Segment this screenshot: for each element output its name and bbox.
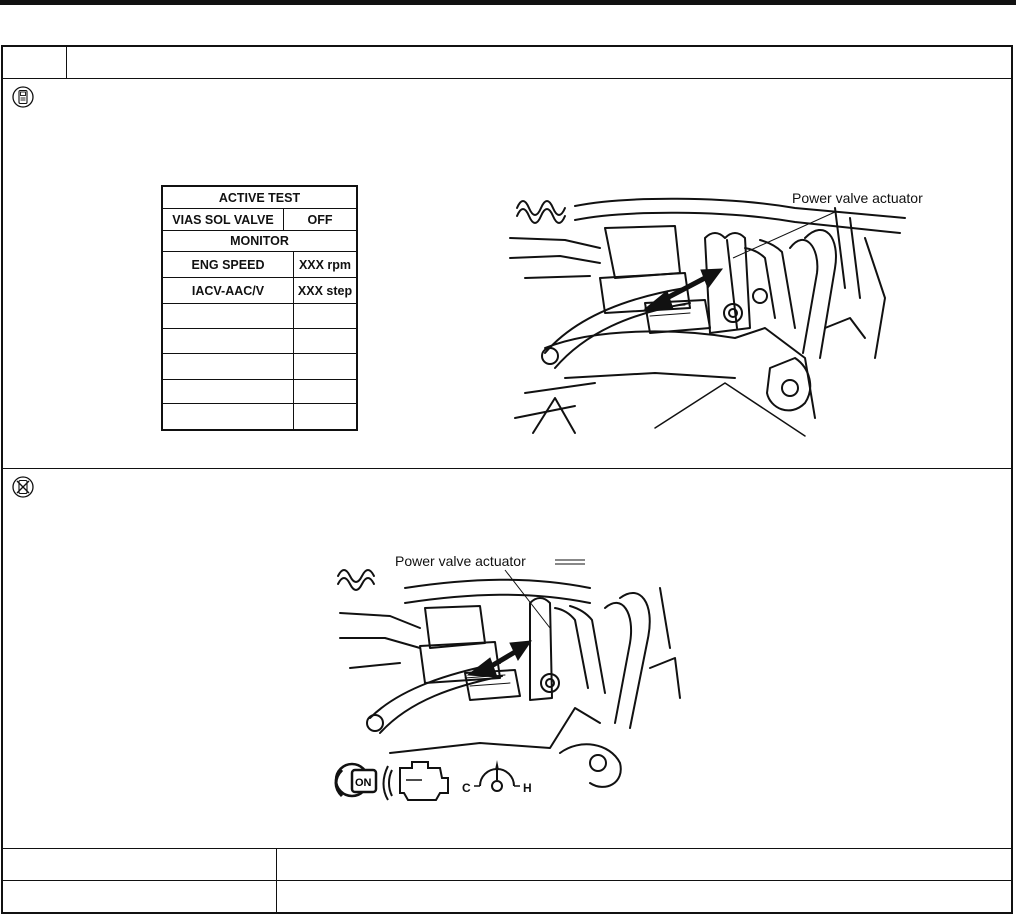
table-row [163,404,356,429]
result-row-divider-2 [1,880,1013,881]
table-row [163,380,356,404]
monitor-item-label: ENG SPEED [163,252,294,277]
engine-illustration-top: Power valve actuator [509,190,923,437]
temp-cold-label: C [462,781,471,795]
table-row [163,304,356,329]
monitor-item-value: XXX step [297,283,353,298]
step-column-divider [66,46,67,78]
test-item-label: VIAS SOL VALVE [163,209,284,230]
ignition-on-label: ON [355,777,372,789]
monitor-item-value [294,304,356,328]
monitor-item-value [294,404,356,429]
monitor-item-label [163,354,294,379]
temp-hot-label: H [523,781,532,795]
monitor-item-label: IACV-AAC/V [163,278,294,303]
active-test-title-row: ACTIVE TEST [163,187,356,209]
table-row: ENG SPEED XXX rpm [163,252,356,278]
monitor-item-value [294,354,356,379]
monitor-item-label [163,329,294,353]
page-top-rule [0,0,1016,5]
section-divider [1,468,1013,469]
temperature-gauge-icon: C H [462,760,532,795]
monitor-title: MONITOR [230,234,289,248]
monitor-item-value [294,329,356,353]
monitor-item-label [163,380,294,403]
ignition-on-icon: ON [334,762,378,798]
table-row: VIAS SOL VALVE OFF [163,209,356,231]
monitor-item-value [294,380,356,403]
monitor-item-value: XXX rpm [298,257,352,272]
consult-tool-icon [12,86,34,108]
result-row-divider-1 [1,848,1013,849]
power-valve-actuator-callout: Power valve actuator [792,190,923,206]
test-item-value: OFF [307,212,333,227]
table-row: IACV-AAC/V XXX step [163,278,356,304]
no-consult-tool-icon [12,476,34,498]
engine-illustration-bottom: Power valve actuator ON C H [334,553,681,801]
procedure-table [1,45,1013,914]
table-row [163,354,356,380]
active-test-screen: ACTIVE TEST VIAS SOL VALVE OFF MONITOR E… [161,185,358,431]
header-row-divider [1,78,1013,79]
engine-running-icon [382,761,449,801]
active-test-title: ACTIVE TEST [218,190,301,205]
monitor-item-label [163,404,294,429]
result-column-divider [276,848,277,914]
monitor-title-row: MONITOR [163,231,356,252]
power-valve-actuator-callout: Power valve actuator [395,553,526,569]
table-row [163,329,356,354]
monitor-item-label [163,304,294,328]
